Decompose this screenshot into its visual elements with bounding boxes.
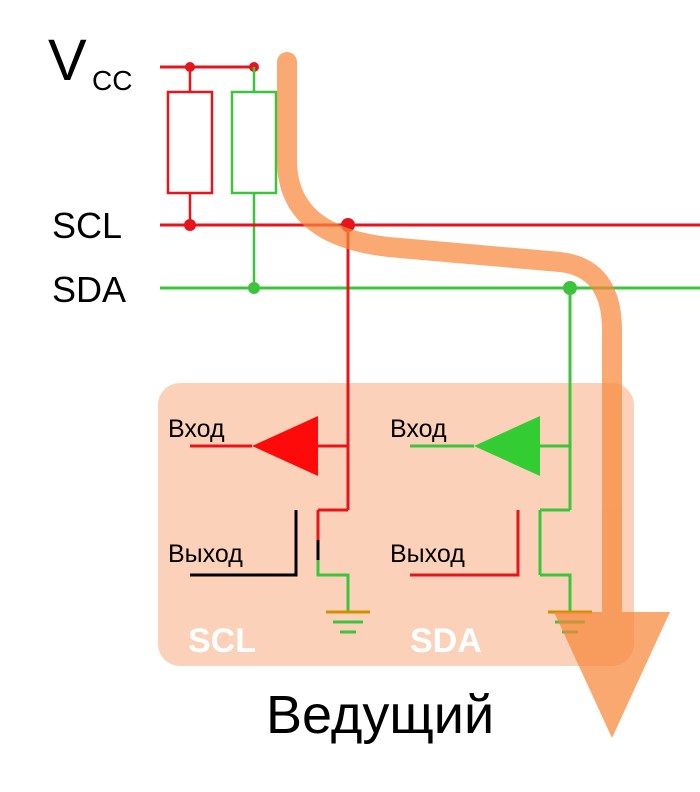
sda-pullup-resistor bbox=[230, 67, 278, 288]
scl-rail-label: SCL bbox=[52, 205, 122, 246]
scl-output-label: Выход bbox=[168, 540, 243, 568]
sda-rail-label: SDA bbox=[52, 269, 126, 310]
scl-input-label: Вход bbox=[168, 415, 225, 443]
scl-block-name: SCL bbox=[188, 622, 256, 660]
flow-arrowhead-icon bbox=[554, 612, 670, 738]
scl-bus-line bbox=[160, 218, 700, 232]
sda-input-buffer-icon bbox=[474, 416, 540, 476]
sda-output-label: Выход bbox=[390, 540, 465, 568]
current-flow-arrow bbox=[277, 52, 670, 738]
vcc-label: V bbox=[48, 28, 87, 93]
vcc-subscript: CC bbox=[92, 65, 132, 96]
sda-block-name: SDA bbox=[410, 622, 482, 660]
scl-input-buffer-icon bbox=[252, 416, 318, 476]
scl-interface-block bbox=[190, 225, 370, 634]
sda-input-label: Вход bbox=[390, 415, 447, 443]
scl-pullup-resistor bbox=[166, 67, 214, 225]
scl-ground-icon bbox=[326, 610, 370, 634]
vcc-rail bbox=[160, 62, 259, 72]
device-title: Ведущий bbox=[266, 685, 494, 745]
sda-bus-line bbox=[160, 281, 700, 295]
